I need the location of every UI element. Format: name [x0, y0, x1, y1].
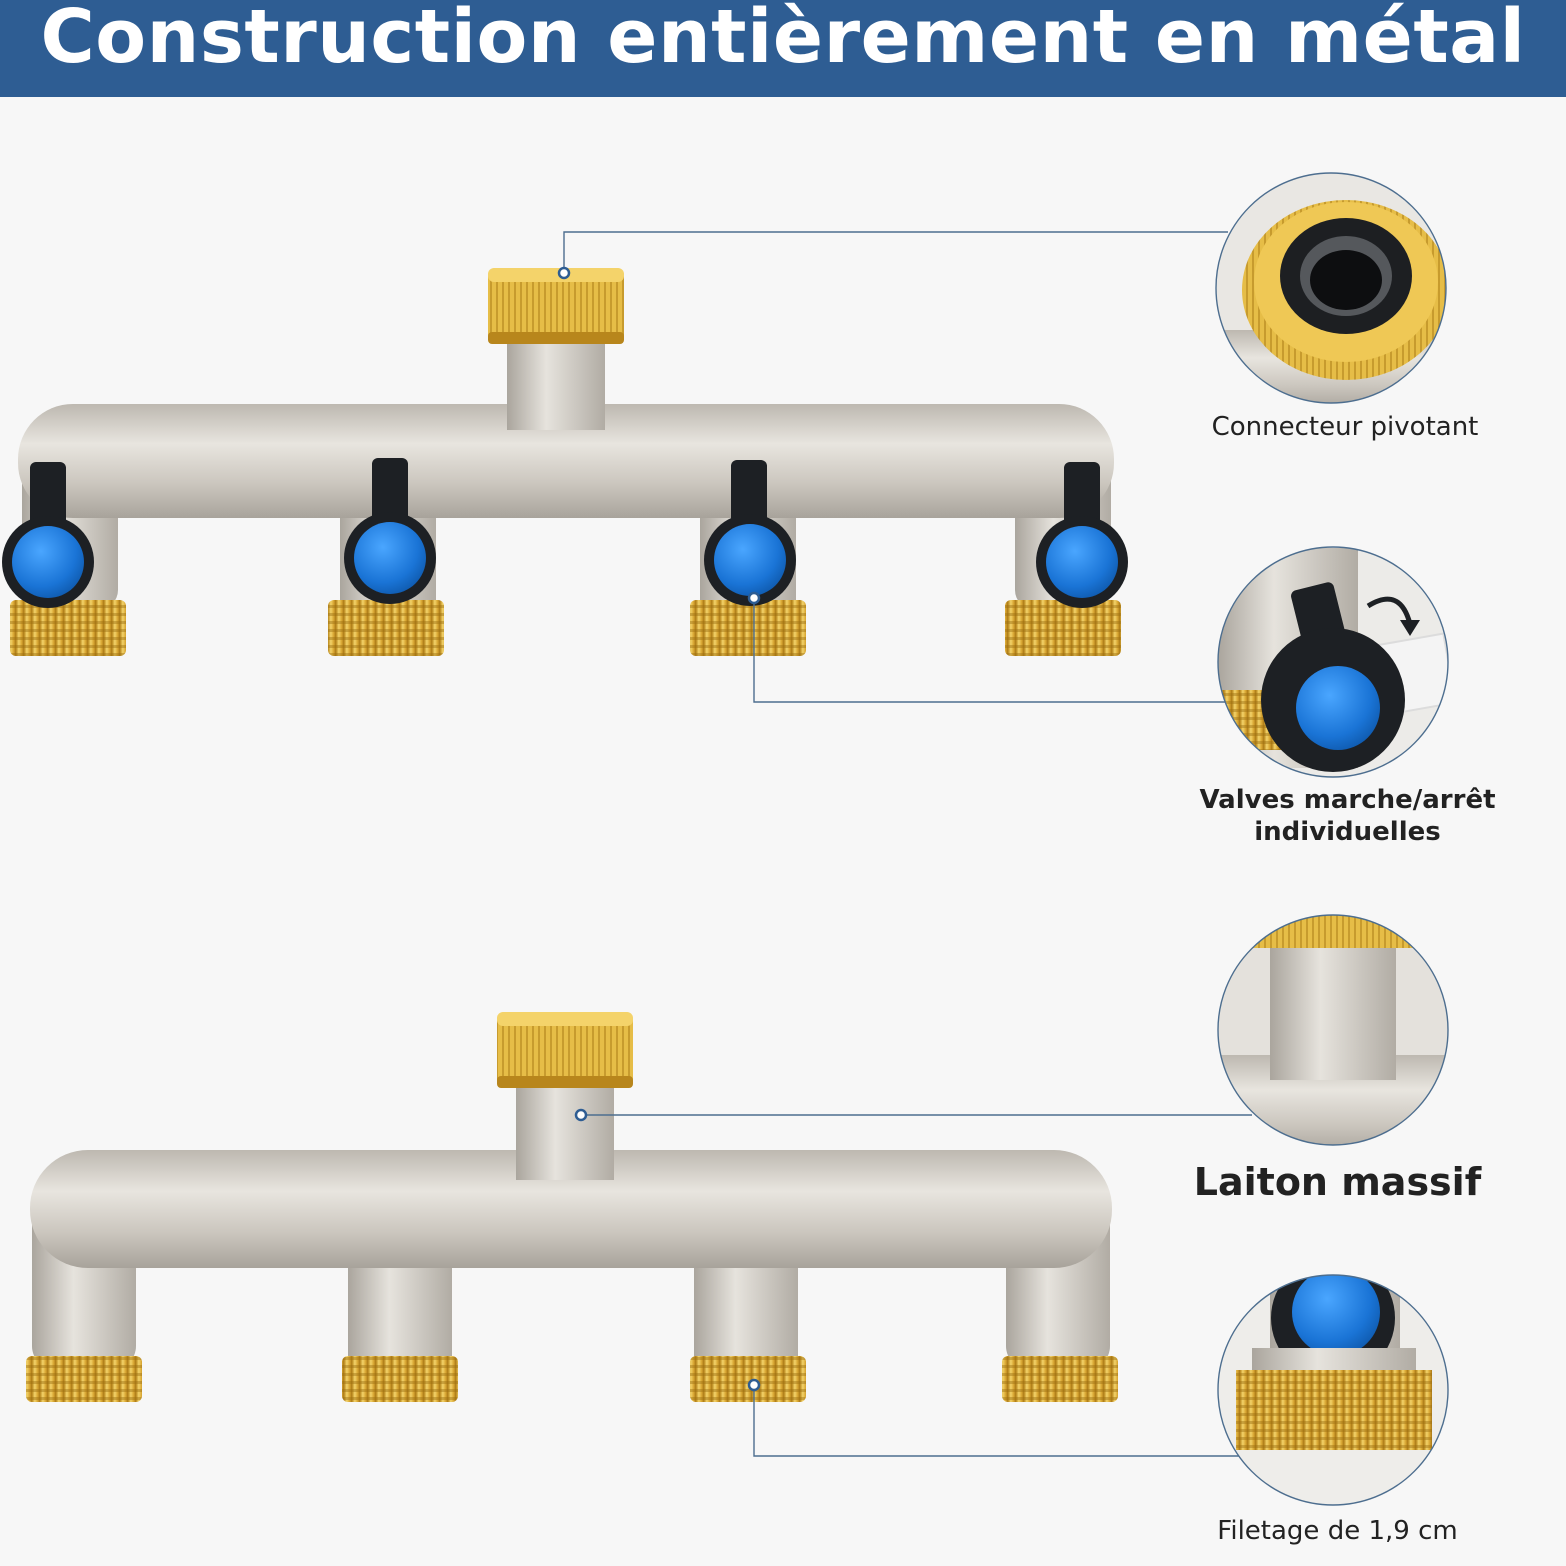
label-valves: Valves marche/arrêt individuelles — [1175, 784, 1520, 848]
header-banner: Construction entièrement en métal — [0, 0, 1566, 97]
label-valves-line2: individuelles — [1254, 817, 1441, 847]
zoom-brass-body — [1217, 914, 1449, 1146]
label-swivel-connector: Connecteur pivotant — [1211, 412, 1479, 442]
callout-dots — [557, 266, 761, 1392]
zoom-thread — [1217, 1274, 1449, 1506]
zoom-swivel-connector — [1215, 172, 1447, 404]
manifold-plain — [26, 1012, 1118, 1402]
manifold-with-valves — [2, 268, 1128, 656]
leader-lines — [563, 231, 1252, 1457]
zoom-valve — [1217, 546, 1449, 778]
label-solid-brass: Laiton massif — [1193, 1160, 1482, 1204]
rotate-arrow-icon — [1366, 596, 1413, 625]
label-thread-size: Filetage de 1,9 cm — [1217, 1516, 1458, 1546]
page-title: Construction entièrement en métal — [40, 0, 1526, 80]
label-valves-line1: Valves marche/arrêt — [1199, 785, 1496, 815]
